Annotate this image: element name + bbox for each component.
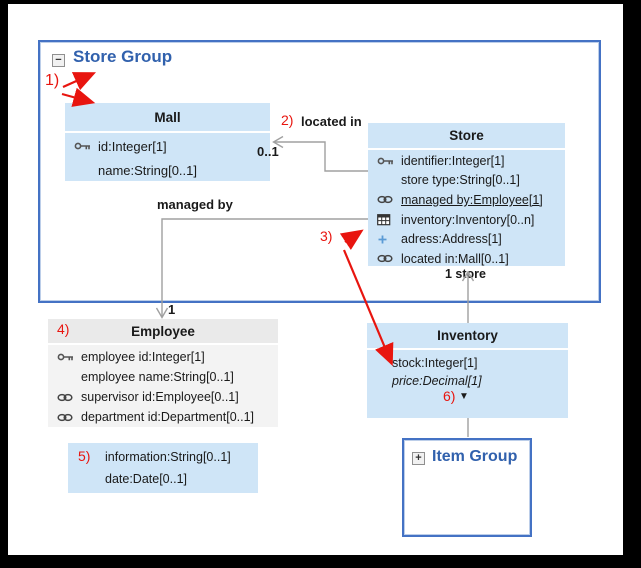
class-title-inventory[interactable]: Inventory [367,323,568,350]
attribute-row[interactable]: located in:Mall[0..1] [368,249,565,269]
store-group-title[interactable]: Store Group [73,47,173,66]
attribute-text: identifier:Integer[1] [401,153,505,168]
attribute-text: employee id:Integer[1] [81,350,205,364]
attribute-text: stock:Integer[1] [392,356,478,370]
edge-label-managed-by[interactable]: managed by [157,197,233,212]
item-group-title[interactable]: Item Group [432,448,518,465]
multiplicity-located-in[interactable]: 0..1 [257,144,279,159]
expand-icon[interactable]: + [412,452,425,465]
attribute-row[interactable]: store type:String[0..1] [368,171,565,191]
annotation-2: 2) [281,112,294,128]
table-icon [377,213,401,226]
attribute-text: department id:Department[0..1] [81,410,255,424]
attribute-row[interactable]: supervisor id:Employee[0..1] [48,387,278,407]
class-title-store[interactable]: Store [368,123,565,150]
class-title-employee[interactable]: Employee [48,319,278,345]
class-node-detached-attributes[interactable]: information:String[0..1] date:Date[0..1] [68,443,258,493]
annotation-1: 1) [45,72,60,89]
attribute-row[interactable]: employee id:Integer[1] [48,347,278,367]
dropdown-arrow-icon[interactable]: ▼ [459,391,469,402]
edge-label-store-inventory[interactable]: 1 store [445,267,486,281]
attribute-text: store type:String[0..1] [401,173,520,188]
link-icon [377,195,401,204]
class-node-inventory[interactable]: Inventory stock:Integer[1] price:Decimal… [367,323,568,418]
collapse-icon[interactable]: − [52,54,65,67]
attribute-text: name:String[0..1] [98,162,197,178]
link-icon [57,413,81,422]
attribute-text: located in:Mall[0..1] [401,251,509,266]
attribute-text: employee name:String[0..1] [81,370,234,384]
multiplicity-managed-by[interactable]: 1 [168,302,176,317]
edge-label-located-in[interactable]: located in [301,114,362,129]
key-icon [57,352,81,362]
key-icon [74,141,98,151]
annotation-6: 6) [443,388,456,404]
attribute-text: date:Date[0..1] [105,472,188,486]
class-title-mall[interactable]: Mall [65,103,270,133]
attribute-row[interactable]: price:Decimal[1] [367,372,568,390]
attribute-text: supervisor id:Employee[0..1] [81,390,239,404]
annotation-4: 4) [57,321,70,337]
item-group-container[interactable] [402,438,532,537]
attribute-row[interactable]: name:String[0..1] [65,158,270,182]
attribute-text: inventory:Inventory[0..n] [401,212,535,227]
class-node-mall[interactable]: Mall id:Integer[1] name:String[0..1] [65,103,270,181]
attribute-text: managed by:Employee[1] [401,192,543,207]
annotation-5: 5) [78,448,91,464]
class-node-employee[interactable]: Employee employee id:Integer[1] employee… [48,319,278,427]
attribute-row[interactable]: managed by:Employee[1] [368,190,565,210]
open-arrowhead-managed-by [155,307,169,319]
attribute-row[interactable]: identifier:Integer[1] [368,151,565,171]
attribute-row[interactable]: employee name:String[0..1] [48,367,278,387]
attribute-row[interactable]: information:String[0..1] [68,446,258,468]
key-icon [377,156,401,166]
attribute-row[interactable]: inventory:Inventory[0..n] [368,210,565,230]
attribute-text: adress:Address[1] [401,232,502,247]
attribute-row[interactable]: date:Date[0..1] [68,468,258,490]
link-icon [377,254,401,263]
attribute-text: price:Decimal[1] [392,374,482,388]
link-icon [57,393,81,402]
attribute-text: information:String[0..1] [105,450,231,464]
attribute-row[interactable]: adress:Address[1] [368,229,565,249]
class-node-store[interactable]: Store identifier:Integer[1] store type:S… [368,123,565,266]
attribute-row[interactable]: stock:Integer[1] [367,354,568,372]
annotation-3: 3) [320,228,333,244]
attribute-row[interactable]: id:Integer[1] [65,134,270,158]
attribute-text: id:Integer[1] [98,138,167,154]
plus-icon [377,234,401,245]
attribute-row[interactable]: department id:Department[0..1] [48,407,278,427]
